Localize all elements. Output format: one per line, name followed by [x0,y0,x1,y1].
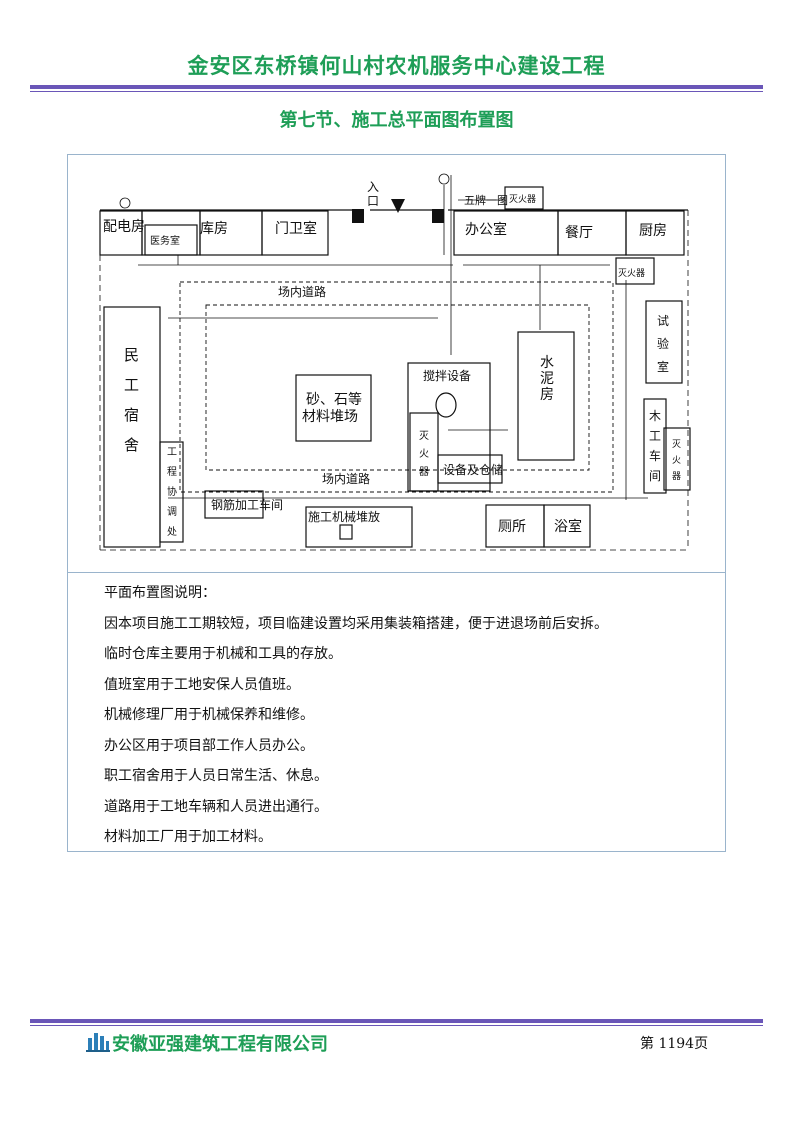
site-plan: 入 口 五牌一图 灭火器 配电房 医务室 库房 门卫室 办公室 餐厅 厨房 灭火… [99,173,691,551]
label-sand-2: 材料堆场 [302,409,358,425]
label-road-top: 场内道路 [278,284,326,299]
label-carpentry-3: 车 [649,448,661,463]
label-carpentry-1: 木 [649,409,661,423]
label-fire-mid-1: 灭 [419,430,429,442]
label-toilet: 厕所 [498,519,526,535]
label-bathroom: 浴室 [554,518,582,535]
label-entrance-2: 口 [367,194,379,208]
label-fire-top: 灭火器 [509,194,536,205]
notes-line: 值班室用于工地安保人员值班。 [104,676,300,693]
entrance-arrow-icon [391,199,405,213]
notes-line: 机械修理厂用于机械保养和维修。 [104,707,314,723]
footer-rule-thick [30,1019,763,1023]
company-logo-icon [86,1033,110,1052]
notes-line: 临时仓库主要用于机械和工具的存放。 [104,646,342,662]
header-rule-thick [30,85,763,89]
page-number: 第 1194页 [640,1036,709,1052]
notes-line: 职工宿舍用于人员日常生活、休息。 [104,768,328,784]
label-dorm-4: 舍 [124,436,139,454]
gate-post-right [432,209,444,223]
label-mixing: 搅拌设备 [423,368,471,383]
label-coord-3: 协 [167,485,177,498]
section-title: 第七节、施工总平面图布置图 [279,110,514,131]
label-lab-3: 室 [657,359,669,374]
label-dorm-3: 宿 [124,406,139,424]
label-fire-right2-3: 器 [672,471,681,482]
label-fire-mid-2: 火 [419,448,429,460]
label-sand-1: 砂、石等 [306,391,362,408]
label-cement-1: 水 [540,355,554,371]
label-dining: 餐厅 [565,225,593,241]
label-lab-2: 验 [657,336,669,351]
plan-frame [67,154,726,852]
label-equipment-storage: 设备及仓储 [443,462,503,477]
notes-line: 材料加工厂用于加工材料。 [104,829,272,845]
label-cement-3: 房 [540,387,554,403]
footer-company: 安徽亚强建筑工程有限公司 [112,1034,328,1055]
notes-heading: 平面布置图说明： [104,585,216,601]
notes-line: 办公区用于项目部工作人员办公。 [104,737,314,754]
label-fire-right2-2: 火 [672,455,681,466]
plan-notes: 平面布置图说明： 因本项目施工工期较短，项目临建设置均采用集装箱搭建，便于进退场… [104,578,704,853]
label-entrance-1: 入 [367,180,379,194]
label-coord-4: 调 [167,506,177,518]
label-cement-2: 泥 [540,371,554,387]
label-dorm-1: 民 [124,346,139,364]
label-warehouse: 库房 [200,221,228,237]
label-carpentry-4: 间 [649,469,661,483]
label-fire-right2-1: 灭 [672,439,681,450]
label-coord-5: 处 [167,526,177,538]
label-rebar: 钢筋加工车间 [211,497,283,512]
label-office: 办公室 [465,221,507,238]
label-fire-right: 灭火器 [618,268,645,279]
label-carpentry-2: 工 [649,429,661,443]
label-road-bottom: 场内道路 [322,471,370,486]
gate-post-left [352,209,364,223]
label-machinery-yard: 施工机械堆放 [308,509,380,524]
footer-rule-thin [30,1025,763,1026]
label-coord-1: 工 [167,447,177,458]
notes-line: 道路用于工地车辆和人员进出通行。 [104,798,328,815]
label-power-room: 配电房 [103,219,145,235]
label-kitchen: 厨房 [639,223,667,239]
label-lab-1: 试 [657,313,669,328]
project-title: 金安区东桥镇何山村农机服务中心建设工程 [187,54,606,78]
label-clinic: 医务室 [150,234,180,247]
label-dorm-2: 工 [124,376,139,394]
label-sign-board: 五牌一图 [464,193,508,207]
label-fire-mid-3: 器 [419,466,429,478]
label-coord-2: 程 [167,466,177,478]
frame-divider [67,572,726,573]
label-guard-room: 门卫室 [275,220,317,237]
header-rule-thin [30,91,763,92]
notes-line: 因本项目施工工期较短，项目临建设置均采用集装箱搭建，便于进退场前后安拆。 [104,615,608,632]
